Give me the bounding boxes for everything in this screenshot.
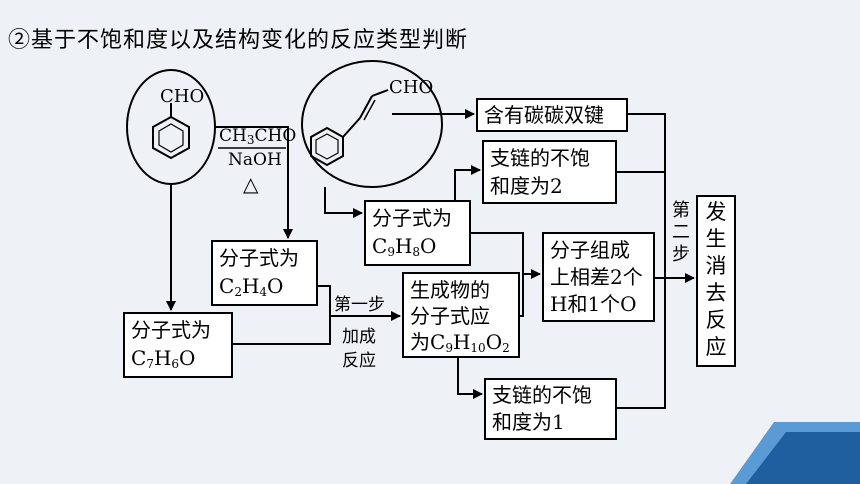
label-step-two: 第 二 步 bbox=[670, 200, 692, 266]
box-c7h6o: 分子式为 C7H6O bbox=[123, 312, 233, 378]
reagent-naoh: NaOH bbox=[228, 150, 282, 170]
label-addition-2: 反应 bbox=[342, 351, 376, 371]
box-unsaturation-2-line1: 支链的不饱 bbox=[490, 146, 590, 170]
box-c7h6o-line1: 分子式为 bbox=[131, 318, 211, 342]
elimination-char-6: 应 bbox=[705, 335, 727, 359]
reagent-ch3cho: CH3CHO bbox=[219, 126, 297, 147]
box-c9h8o-line2: C9H8O bbox=[372, 234, 437, 259]
box-c9h8o: 分子式为 C9H8O bbox=[364, 200, 471, 266]
step-two-char-1: 第 bbox=[672, 200, 690, 221]
elimination-char-1: 发 bbox=[705, 200, 727, 224]
label-addition-1: 加成 bbox=[342, 327, 376, 347]
box-composition-difference: 分子组成 上相差2个 H和1个O bbox=[542, 232, 655, 322]
corner-decoration bbox=[730, 422, 860, 484]
step-two-char-2: 二 bbox=[672, 222, 690, 243]
cinnamaldehyde-cho-label: CHO bbox=[389, 77, 434, 98]
box-c7h6o-line2: C7H6O bbox=[131, 346, 196, 371]
box-product-line1: 生成物的 bbox=[410, 278, 490, 302]
box-composition-line2: 上相差2个 bbox=[550, 265, 643, 289]
box-c2h4o-line2: C2H4O bbox=[219, 274, 284, 299]
box-composition-line3: H和1个O bbox=[550, 292, 637, 316]
box-unsaturation-1-line1: 支链的不饱 bbox=[492, 383, 592, 407]
benzaldehyde-structure bbox=[152, 103, 190, 160]
reagent-heat: △ bbox=[243, 172, 259, 196]
elimination-char-4: 去 bbox=[705, 281, 727, 305]
benzaldehyde-cho-label: CHO bbox=[160, 86, 205, 107]
cinnamaldehyde-ellipse bbox=[301, 60, 443, 188]
box-product-line2: 分子式应 bbox=[410, 304, 490, 328]
box-unsaturation-1-line2: 和度为1 bbox=[492, 410, 565, 434]
box-product-formula: 生成物的 分子式应 为C9H10O2 bbox=[402, 272, 520, 358]
box-unsaturation-2-line2: 和度为2 bbox=[490, 174, 563, 198]
box-c9h8o-line1: 分子式为 bbox=[372, 206, 452, 230]
box-composition-line1: 分子组成 bbox=[550, 238, 630, 262]
box-elimination-reaction: 发 生 消 去 反 应 bbox=[696, 195, 736, 367]
page-title: ②基于不饱和度以及结构变化的反应类型判断 bbox=[8, 28, 469, 53]
cinnamaldehyde-structure bbox=[310, 89, 389, 167]
box-unsaturation-2: 支链的不饱 和度为2 bbox=[482, 140, 617, 204]
box-unsaturation-1: 支链的不饱 和度为1 bbox=[484, 378, 617, 440]
elimination-char-5: 反 bbox=[705, 308, 727, 332]
box-double-bond: 含有碳碳双键 bbox=[476, 98, 628, 132]
box-product-line3: 为C9H10O2 bbox=[410, 330, 510, 355]
label-step-one: 第一步 bbox=[334, 295, 385, 315]
box-c2h4o-line1: 分子式为 bbox=[219, 246, 299, 270]
step-two-char-3: 步 bbox=[672, 244, 690, 265]
elimination-char-2: 生 bbox=[705, 227, 727, 251]
elimination-char-3: 消 bbox=[705, 254, 727, 278]
box-c2h4o: 分子式为 C2H4O bbox=[211, 240, 318, 306]
